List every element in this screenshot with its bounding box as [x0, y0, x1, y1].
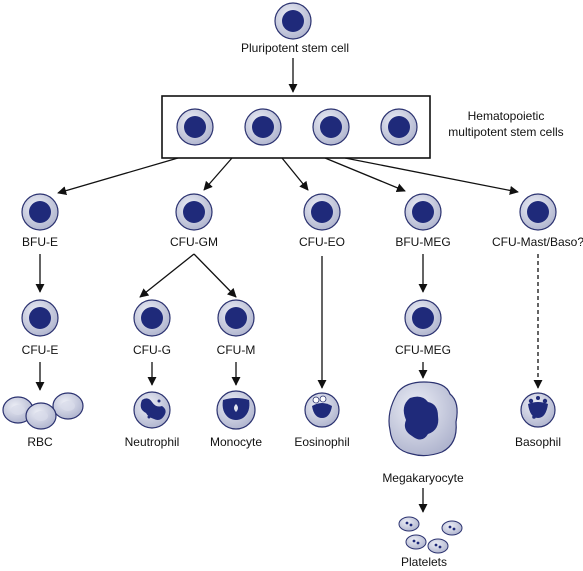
cfu-e-cell [21, 299, 59, 337]
label-basophil: Basophil [515, 435, 561, 449]
cfu-eo-cell [303, 193, 341, 231]
cfu-gm-cell [175, 193, 213, 231]
rbc-cells [2, 392, 84, 430]
connectors [35, 58, 543, 513]
label-rbc: RBC [27, 435, 53, 449]
neutrophil-cell [133, 391, 171, 429]
label-hematopoietic-line1: Hematopoietic [468, 109, 545, 123]
bfu-e-cell [21, 193, 59, 231]
label-megakaryocyte: Megakaryocyte [382, 471, 464, 485]
multipotent-cell [380, 108, 418, 146]
label-cfu-m: CFU-M [217, 343, 256, 357]
cfu-g-cell [133, 299, 171, 337]
arrow-to-cfu-gm [203, 157, 233, 191]
label-cfu-eo: CFU-EO [299, 235, 345, 249]
bfu-meg-cell [404, 193, 442, 231]
megakaryocyte-cell [388, 381, 458, 457]
arrow-to-bfu-meg [324, 157, 406, 193]
label-cfu-gm: CFU-GM [170, 235, 218, 249]
label-cfu-meg: CFU-MEG [395, 343, 451, 357]
arrow-to-bfu-e [57, 157, 179, 196]
pluripotent-stem-cell [274, 2, 312, 40]
label-bfu-meg: BFU-MEG [395, 235, 450, 249]
arrow-cfu-gm-to-cfu-m [193, 253, 237, 298]
label-cfu-e: CFU-E [22, 343, 59, 357]
label-cfu-g: CFU-G [133, 343, 171, 357]
multipotent-cell [176, 108, 214, 146]
monocyte-cell [216, 390, 256, 430]
arrow-to-cfu-eo [281, 157, 309, 191]
label-monocyte: Monocyte [210, 435, 262, 449]
label-eosinophil: Eosinophil [294, 435, 349, 449]
label-cfu-mast-baso: CFU-Mast/Baso? [492, 235, 583, 249]
label-pluripotent: Pluripotent stem cell [241, 41, 349, 55]
label-neutrophil: Neutrophil [125, 435, 180, 449]
platelets-cluster [398, 516, 463, 554]
eosinophil-cell [304, 392, 340, 428]
multipotent-cell [312, 108, 350, 146]
multipotent-cell [244, 108, 282, 146]
basophil-cell [520, 392, 556, 428]
cfu-mast-baso-cell [519, 193, 557, 231]
label-platelets: Platelets [401, 555, 447, 569]
arrow-to-cfu-mast-baso [344, 157, 519, 195]
label-hematopoietic-line2: multipotent stem cells [448, 125, 563, 139]
cfu-meg-cell [404, 299, 442, 337]
arrow-cfu-gm-to-cfu-g [139, 253, 195, 298]
label-bfu-e: BFU-E [22, 235, 58, 249]
cfu-m-cell [217, 299, 255, 337]
